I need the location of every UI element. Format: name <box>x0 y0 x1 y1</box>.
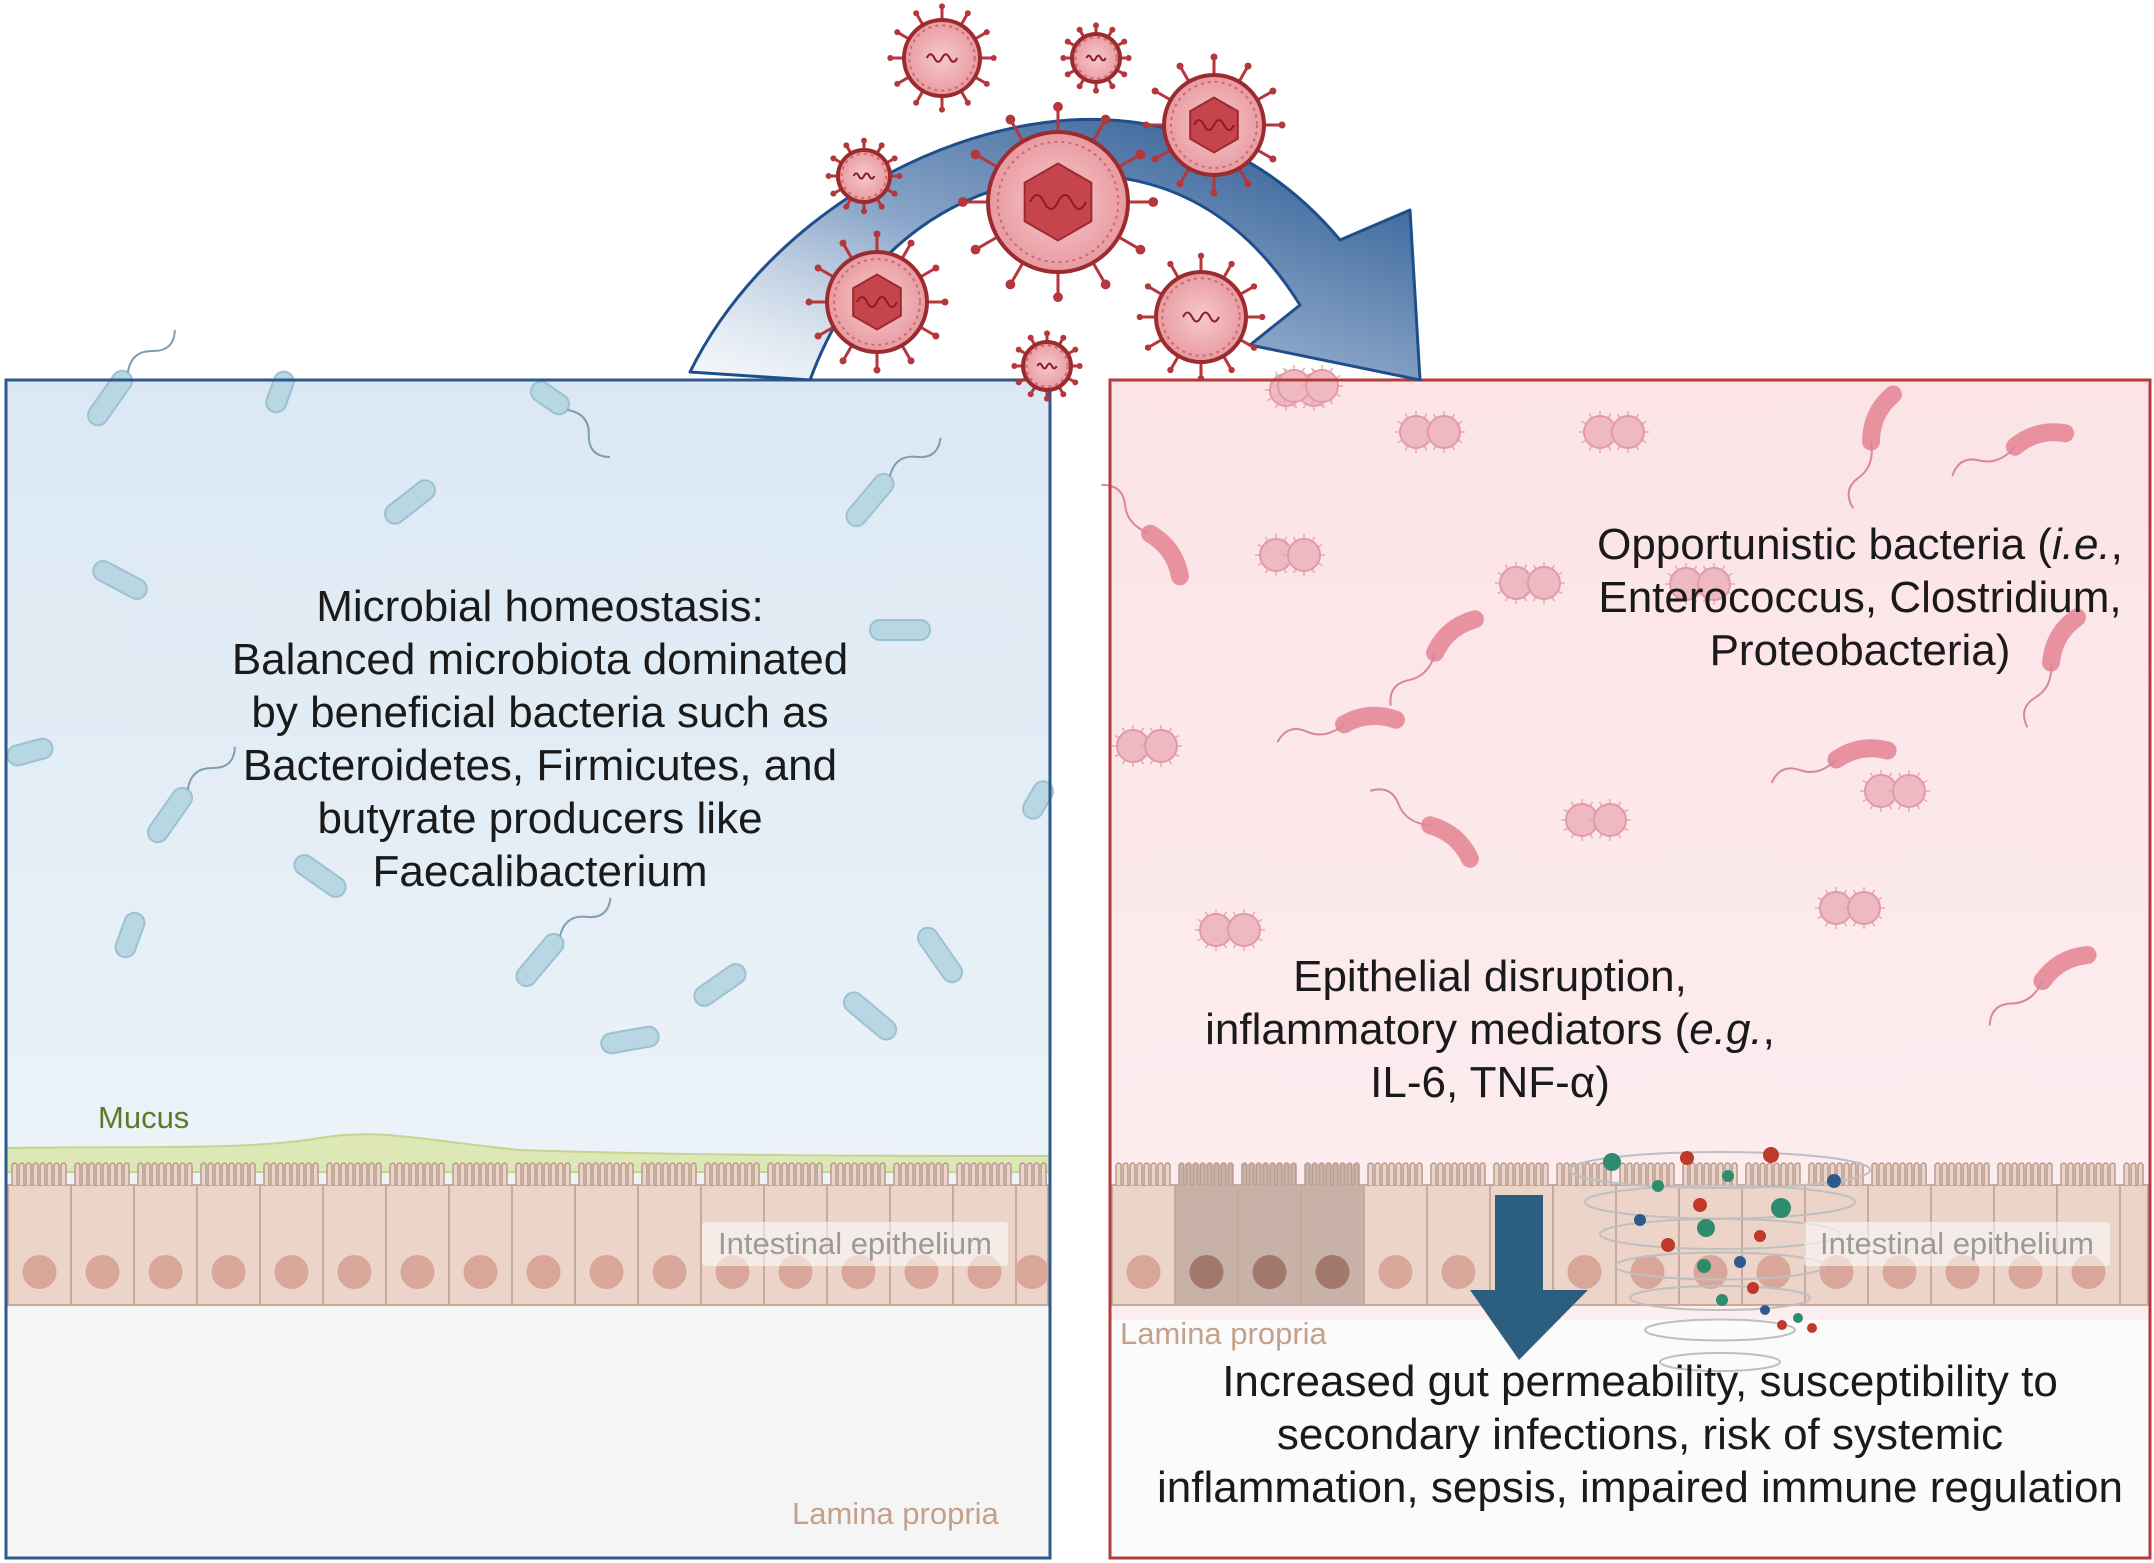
opportunistic-text: Opportunistic bacteria (i.e., Enterococc… <box>1560 518 2154 677</box>
homeostasis-text: Microbial homeostasis: Balanced microbio… <box>160 580 920 898</box>
rod-bacterium <box>6 737 54 767</box>
homeostasis-line: butyrate producers like <box>317 794 763 843</box>
rod-bacterium <box>293 854 347 898</box>
rod-bacterium <box>1369 788 1479 868</box>
rod-bacterium <box>1951 423 2075 477</box>
virus-particle <box>957 101 1159 303</box>
virus-particle <box>805 230 949 374</box>
homeostasis-line: Faecalibacterium <box>372 847 708 896</box>
rod-bacterium <box>515 897 612 988</box>
rod-bacterium <box>842 991 898 1041</box>
coccus-bacterium <box>1255 534 1325 576</box>
consequence-line: inflammation, sepsis, impaired immune re… <box>1157 1463 2123 1512</box>
disruption-line: inflammatory mediators (e.g., <box>1180 1003 1800 1056</box>
lamina-propria-label-left: Lamina propria <box>792 1496 999 1531</box>
rod-bacterium <box>869 619 931 641</box>
beneficial-bacteria-group <box>6 329 1054 1055</box>
opportunistic-line: Opportunistic bacteria (i.e., <box>1560 518 2154 571</box>
disruption-text: Epithelial disruption, inflammatory medi… <box>1180 950 1800 1109</box>
coccus-bacterium <box>1395 411 1465 453</box>
virus-group <box>805 3 1286 402</box>
rod-bacterium <box>1847 385 1902 509</box>
rod-bacterium <box>600 1025 660 1055</box>
virus-particle <box>887 3 997 113</box>
homeostasis-line: by beneficial bacteria such as <box>251 688 829 737</box>
virus-particle <box>825 137 903 215</box>
homeostasis-line: Balanced microbiota dominated <box>231 635 849 684</box>
coccus-bacterium <box>1815 887 1885 929</box>
right-panel-border <box>1108 378 2152 1560</box>
virus-particle <box>1060 22 1132 94</box>
homeostasis-line: Microbial homeostasis: <box>316 582 764 631</box>
opportunistic-line-part: Opportunistic bacteria ( <box>1597 520 2052 569</box>
rod-bacterium <box>1276 706 1405 743</box>
homeostasis-line: Bacteroidetes, Firmicutes, and <box>242 741 838 790</box>
opportunistic-line: Enterococcus, Clostridium, <box>1598 573 2122 622</box>
disruption-line-part: inflammatory mediators ( <box>1205 1005 1690 1054</box>
disruption-italic: e.g. <box>1689 1005 1763 1054</box>
rod-bacterium <box>1389 610 1484 706</box>
right-panel <box>1101 365 2152 1560</box>
virus-particle <box>1142 53 1286 197</box>
rod-bacterium <box>2023 608 2086 728</box>
coccus-bacterium <box>1112 725 1182 767</box>
left-panel <box>4 329 1054 1560</box>
disruption-line: Epithelial disruption, <box>1293 952 1687 1001</box>
rod-bacterium <box>265 370 295 414</box>
virus-particle <box>1011 330 1083 402</box>
consequence-text: Increased gut permeability, susceptibili… <box>1140 1355 2140 1514</box>
coccus-bacterium <box>1495 562 1565 604</box>
rod-bacterium <box>1101 483 1189 586</box>
opportunistic-line-part: , <box>2110 520 2123 569</box>
coccus-bacterium <box>1860 770 1930 812</box>
rod-bacterium <box>845 437 942 528</box>
rod-bacterium <box>86 329 176 427</box>
opportunistic-italic: i.e. <box>2051 520 2111 569</box>
epithelium-label-left: Intestinal epithelium <box>702 1222 1008 1266</box>
lamina-propria-label-right: Lamina propria <box>1120 1316 1327 1351</box>
disruption-line: IL-6, TNF-α) <box>1370 1058 1610 1107</box>
rod-bacterium <box>1988 946 2097 1026</box>
coccus-bacterium <box>1195 909 1265 951</box>
epithelium-label-right: Intestinal epithelium <box>1804 1222 2110 1266</box>
permeability-down-arrow <box>1470 1195 1588 1360</box>
rod-bacterium <box>384 479 436 525</box>
rod-bacterium <box>1022 780 1054 820</box>
consequence-line: secondary infections, risk of systemic <box>1276 1410 2004 1459</box>
rod-bacterium <box>916 926 964 984</box>
rod-bacterium <box>693 963 747 1007</box>
left-panel-border <box>4 378 1052 1560</box>
rod-bacterium <box>1770 739 1897 784</box>
mucus-label: Mucus <box>98 1100 190 1135</box>
coccus-bacterium <box>1579 411 1649 453</box>
rod-bacterium <box>114 911 146 959</box>
disruption-line-part: , <box>1762 1005 1775 1054</box>
consequence-line: Increased gut permeability, susceptibili… <box>1222 1357 2058 1406</box>
rod-bacterium <box>92 560 148 600</box>
virus-particle <box>1136 252 1266 382</box>
opportunistic-line: Proteobacteria) <box>1709 626 2011 675</box>
coccus-bacterium <box>1665 563 1735 605</box>
coccus-bacterium <box>1273 365 1343 407</box>
coccus-bacterium <box>1561 799 1631 841</box>
opportunistic-bacteria-group <box>1101 365 2097 1026</box>
rod-bacterium <box>529 380 611 459</box>
rod-bacterium <box>146 746 236 844</box>
